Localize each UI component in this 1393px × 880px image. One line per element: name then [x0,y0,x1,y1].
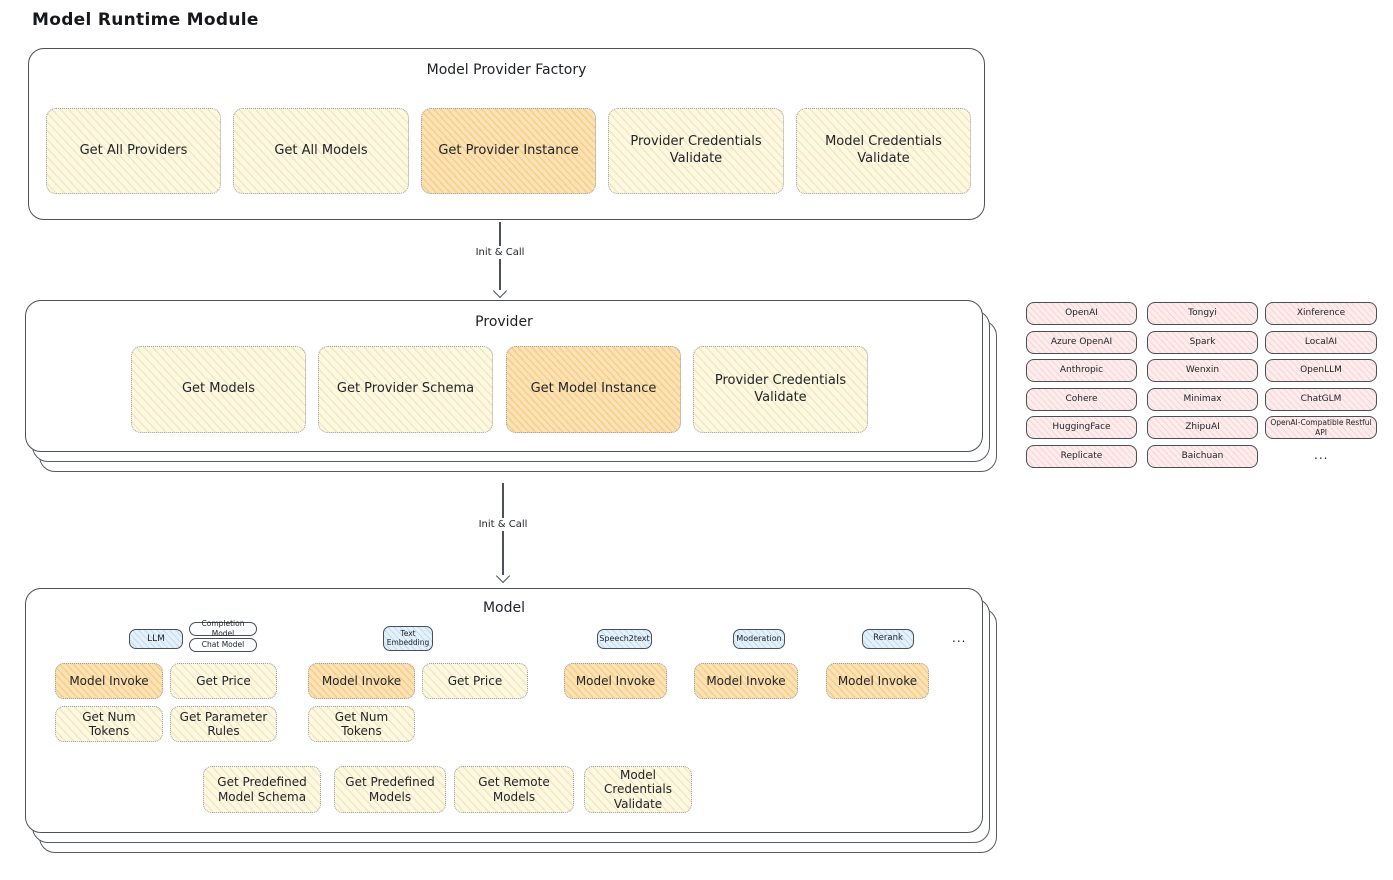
model-type-completion-model: Completion Model [189,619,257,638]
provider-chip-openai-compatible: OpenAI-Compatible Restful API [1265,416,1377,439]
arrow-factory-to-provider-head [492,283,508,299]
model-type-chat-model: Chat Model [189,638,257,652]
arrow-provider-to-model-head [495,568,511,584]
provider-chip-openllm: OpenLLM [1265,359,1377,382]
model-type-speech2text: Speech2text [597,629,652,649]
llm-op-get-price: Get Price [170,663,277,699]
model-title: Model [482,600,526,616]
llm-op-get-num-tokens: Get Num Tokens [55,706,163,742]
model-type-rerank: Rerank [862,629,914,649]
page-title: Model Runtime Module [32,10,259,30]
factory-node-get-provider-instance: Get Provider Instance [421,108,596,194]
provider-chip-spark: Spark [1147,331,1258,354]
llm-op-get-parameter-rules: Get Parameter Rules [170,706,277,742]
factory-node-model-credentials-validate: Model Credentials Validate [796,108,971,194]
provider-chip-chatglm: ChatGLM [1265,388,1377,411]
model-type-moderation: Moderation [733,629,785,649]
factory-node-provider-credentials-validate: Provider Credentials Validate [608,108,784,194]
provider-chip-cohere: Cohere [1026,388,1137,411]
provider-frame: Provider Get Models Get Provider Schema … [25,300,983,452]
provider-node-get-model-instance: Get Model Instance [506,346,681,433]
rerank-op-model-invoke: Model Invoke [826,663,929,699]
factory-title: Model Provider Factory [426,62,587,78]
common-op-model-credentials-validate: Model Credentials Validate [584,766,692,813]
provider-chip-replicate: Replicate [1026,445,1137,468]
embedding-op-get-num-tokens: Get Num Tokens [308,706,415,742]
llm-op-model-invoke: Model Invoke [55,663,163,699]
provider-chip-openai: OpenAI [1026,302,1137,325]
provider-chip-minimax: Minimax [1147,388,1258,411]
provider-chip-azure-openai: Azure OpenAI [1026,331,1137,354]
moderation-op-model-invoke: Model Invoke [694,663,798,699]
model-type-text-embedding: Text Embedding [383,626,433,651]
factory-frame: Model Provider Factory Get All Providers… [28,48,985,220]
providers-grid: OpenAI Tongyi Xinference Azure OpenAI Sp… [1026,302,1378,472]
factory-node-get-all-models: Get All Models [233,108,409,194]
provider-chip-anthropic: Anthropic [1026,359,1137,382]
providers-more-ellipsis: ... [1314,448,1329,462]
embedding-op-get-price: Get Price [422,663,528,699]
common-op-get-remote-models: Get Remote Models [454,766,574,813]
provider-chip-localai: LocalAI [1265,331,1377,354]
common-op-get-predefined-model-schema: Get Predefined Model Schema [203,766,321,813]
speech2text-op-model-invoke: Model Invoke [564,663,667,699]
provider-chip-baichuan: Baichuan [1147,445,1258,468]
model-type-llm: LLM [129,629,183,649]
provider-chip-huggingface: HuggingFace [1026,416,1137,439]
arrow-factory-to-provider-label: Init & Call [469,246,531,259]
provider-chip-zhipuai: ZhipuAI [1147,416,1258,439]
embedding-op-model-invoke: Model Invoke [308,663,415,699]
model-types-more-ellipsis: ... [952,631,967,645]
provider-node-provider-credentials-validate: Provider Credentials Validate [693,346,868,433]
factory-node-get-all-providers: Get All Providers [46,108,221,194]
common-op-get-predefined-models: Get Predefined Models [334,766,446,813]
provider-chip-tongyi: Tongyi [1147,302,1258,325]
provider-node-get-provider-schema: Get Provider Schema [318,346,493,433]
arrow-provider-to-model-label: Init & Call [472,518,534,531]
provider-chip-wenxin: Wenxin [1147,359,1258,382]
provider-node-get-models: Get Models [131,346,306,433]
model-frame: Model LLM Completion Model Chat Model Te… [25,588,983,833]
provider-title: Provider [475,314,533,330]
provider-chip-xinference: Xinference [1265,302,1377,325]
